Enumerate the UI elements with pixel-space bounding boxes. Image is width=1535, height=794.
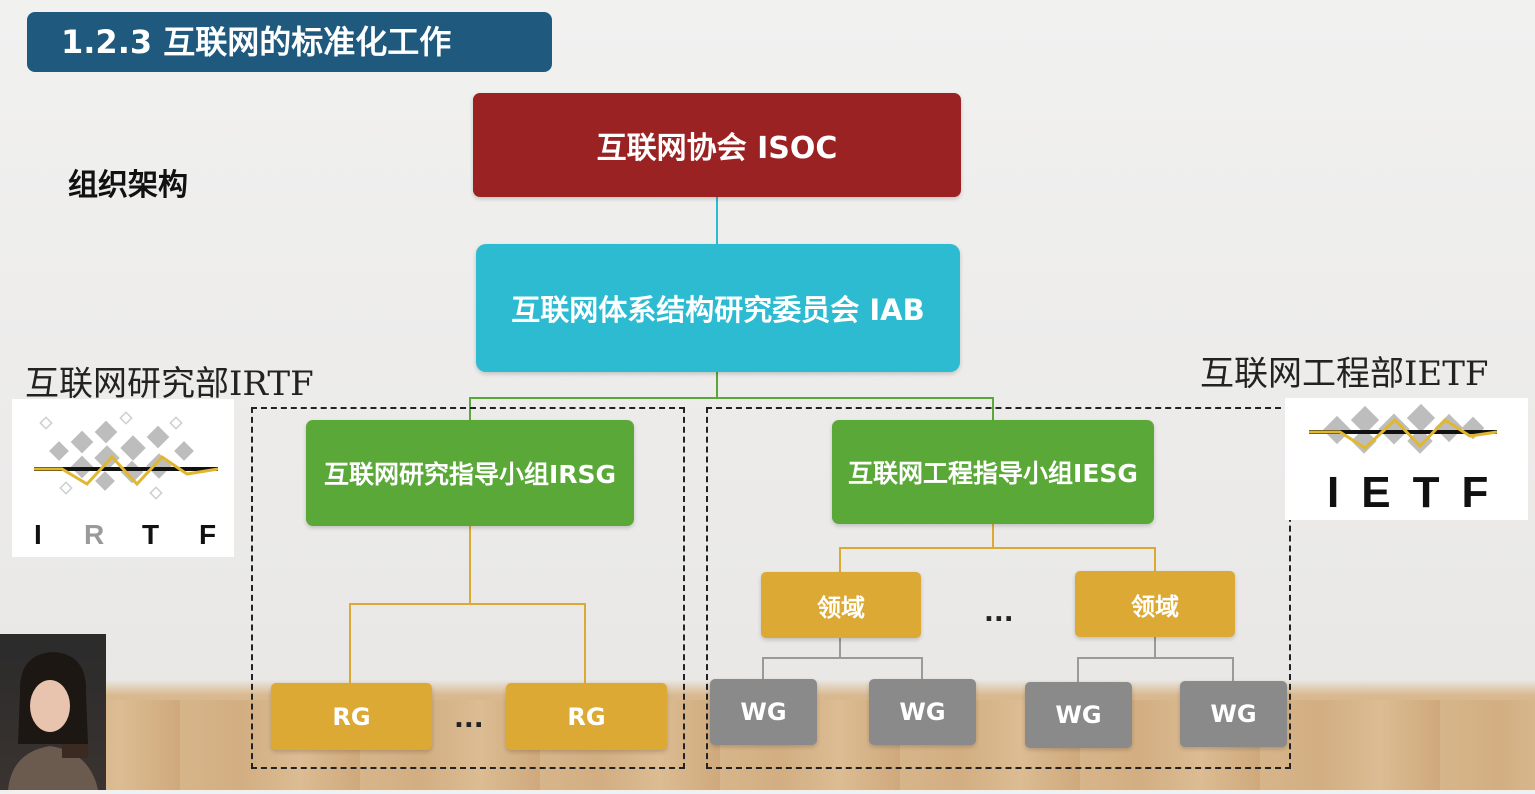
slide-title: 1.2.3 互联网的标准化工作 bbox=[27, 12, 552, 72]
field-box: 领域 bbox=[761, 572, 921, 638]
irtf-letter-f: F bbox=[199, 519, 217, 550]
presenter-figure bbox=[8, 652, 98, 790]
wg-box: WG bbox=[710, 679, 817, 745]
irtf-logo: I R T F bbox=[12, 399, 234, 557]
irtf-letter-i: I bbox=[34, 519, 42, 550]
irtf-letter-t: T bbox=[142, 519, 160, 550]
isoc-box: 互联网协会 ISOC bbox=[473, 93, 961, 197]
ietf-wordmark: IETF bbox=[1327, 468, 1511, 517]
wg-box: WG bbox=[1025, 682, 1132, 748]
rg-ellipsis: ... bbox=[454, 704, 484, 734]
field-box: 领域 bbox=[1075, 571, 1235, 637]
ietf-group-border bbox=[706, 407, 1291, 769]
irtf-logo-graphic bbox=[34, 411, 219, 500]
presenter-video-thumbnail bbox=[0, 634, 106, 790]
ietf-logo-graphic bbox=[1309, 403, 1498, 454]
rg-box: RG bbox=[271, 683, 432, 750]
wg-box: WG bbox=[1180, 681, 1287, 747]
irtf-label: 互联网研究部IRTF bbox=[25, 364, 314, 404]
fields-ellipsis: ... bbox=[984, 598, 1014, 628]
irtf-group-border bbox=[251, 407, 685, 769]
iesg-box: 互联网工程指导小组IESG bbox=[832, 420, 1154, 524]
ietf-logo: IETF bbox=[1285, 398, 1528, 520]
iab-box: 互联网体系结构研究委员会 IAB bbox=[476, 244, 960, 372]
wg-box: WG bbox=[869, 679, 976, 745]
irtf-letter-r: R bbox=[84, 519, 105, 550]
slide-subtitle: 组织架构 bbox=[68, 168, 188, 203]
ietf-label: 互联网工程部IETF bbox=[1200, 354, 1489, 394]
irsg-box: 互联网研究指导小组IRSG bbox=[306, 420, 634, 526]
rg-box: RG bbox=[506, 683, 667, 750]
